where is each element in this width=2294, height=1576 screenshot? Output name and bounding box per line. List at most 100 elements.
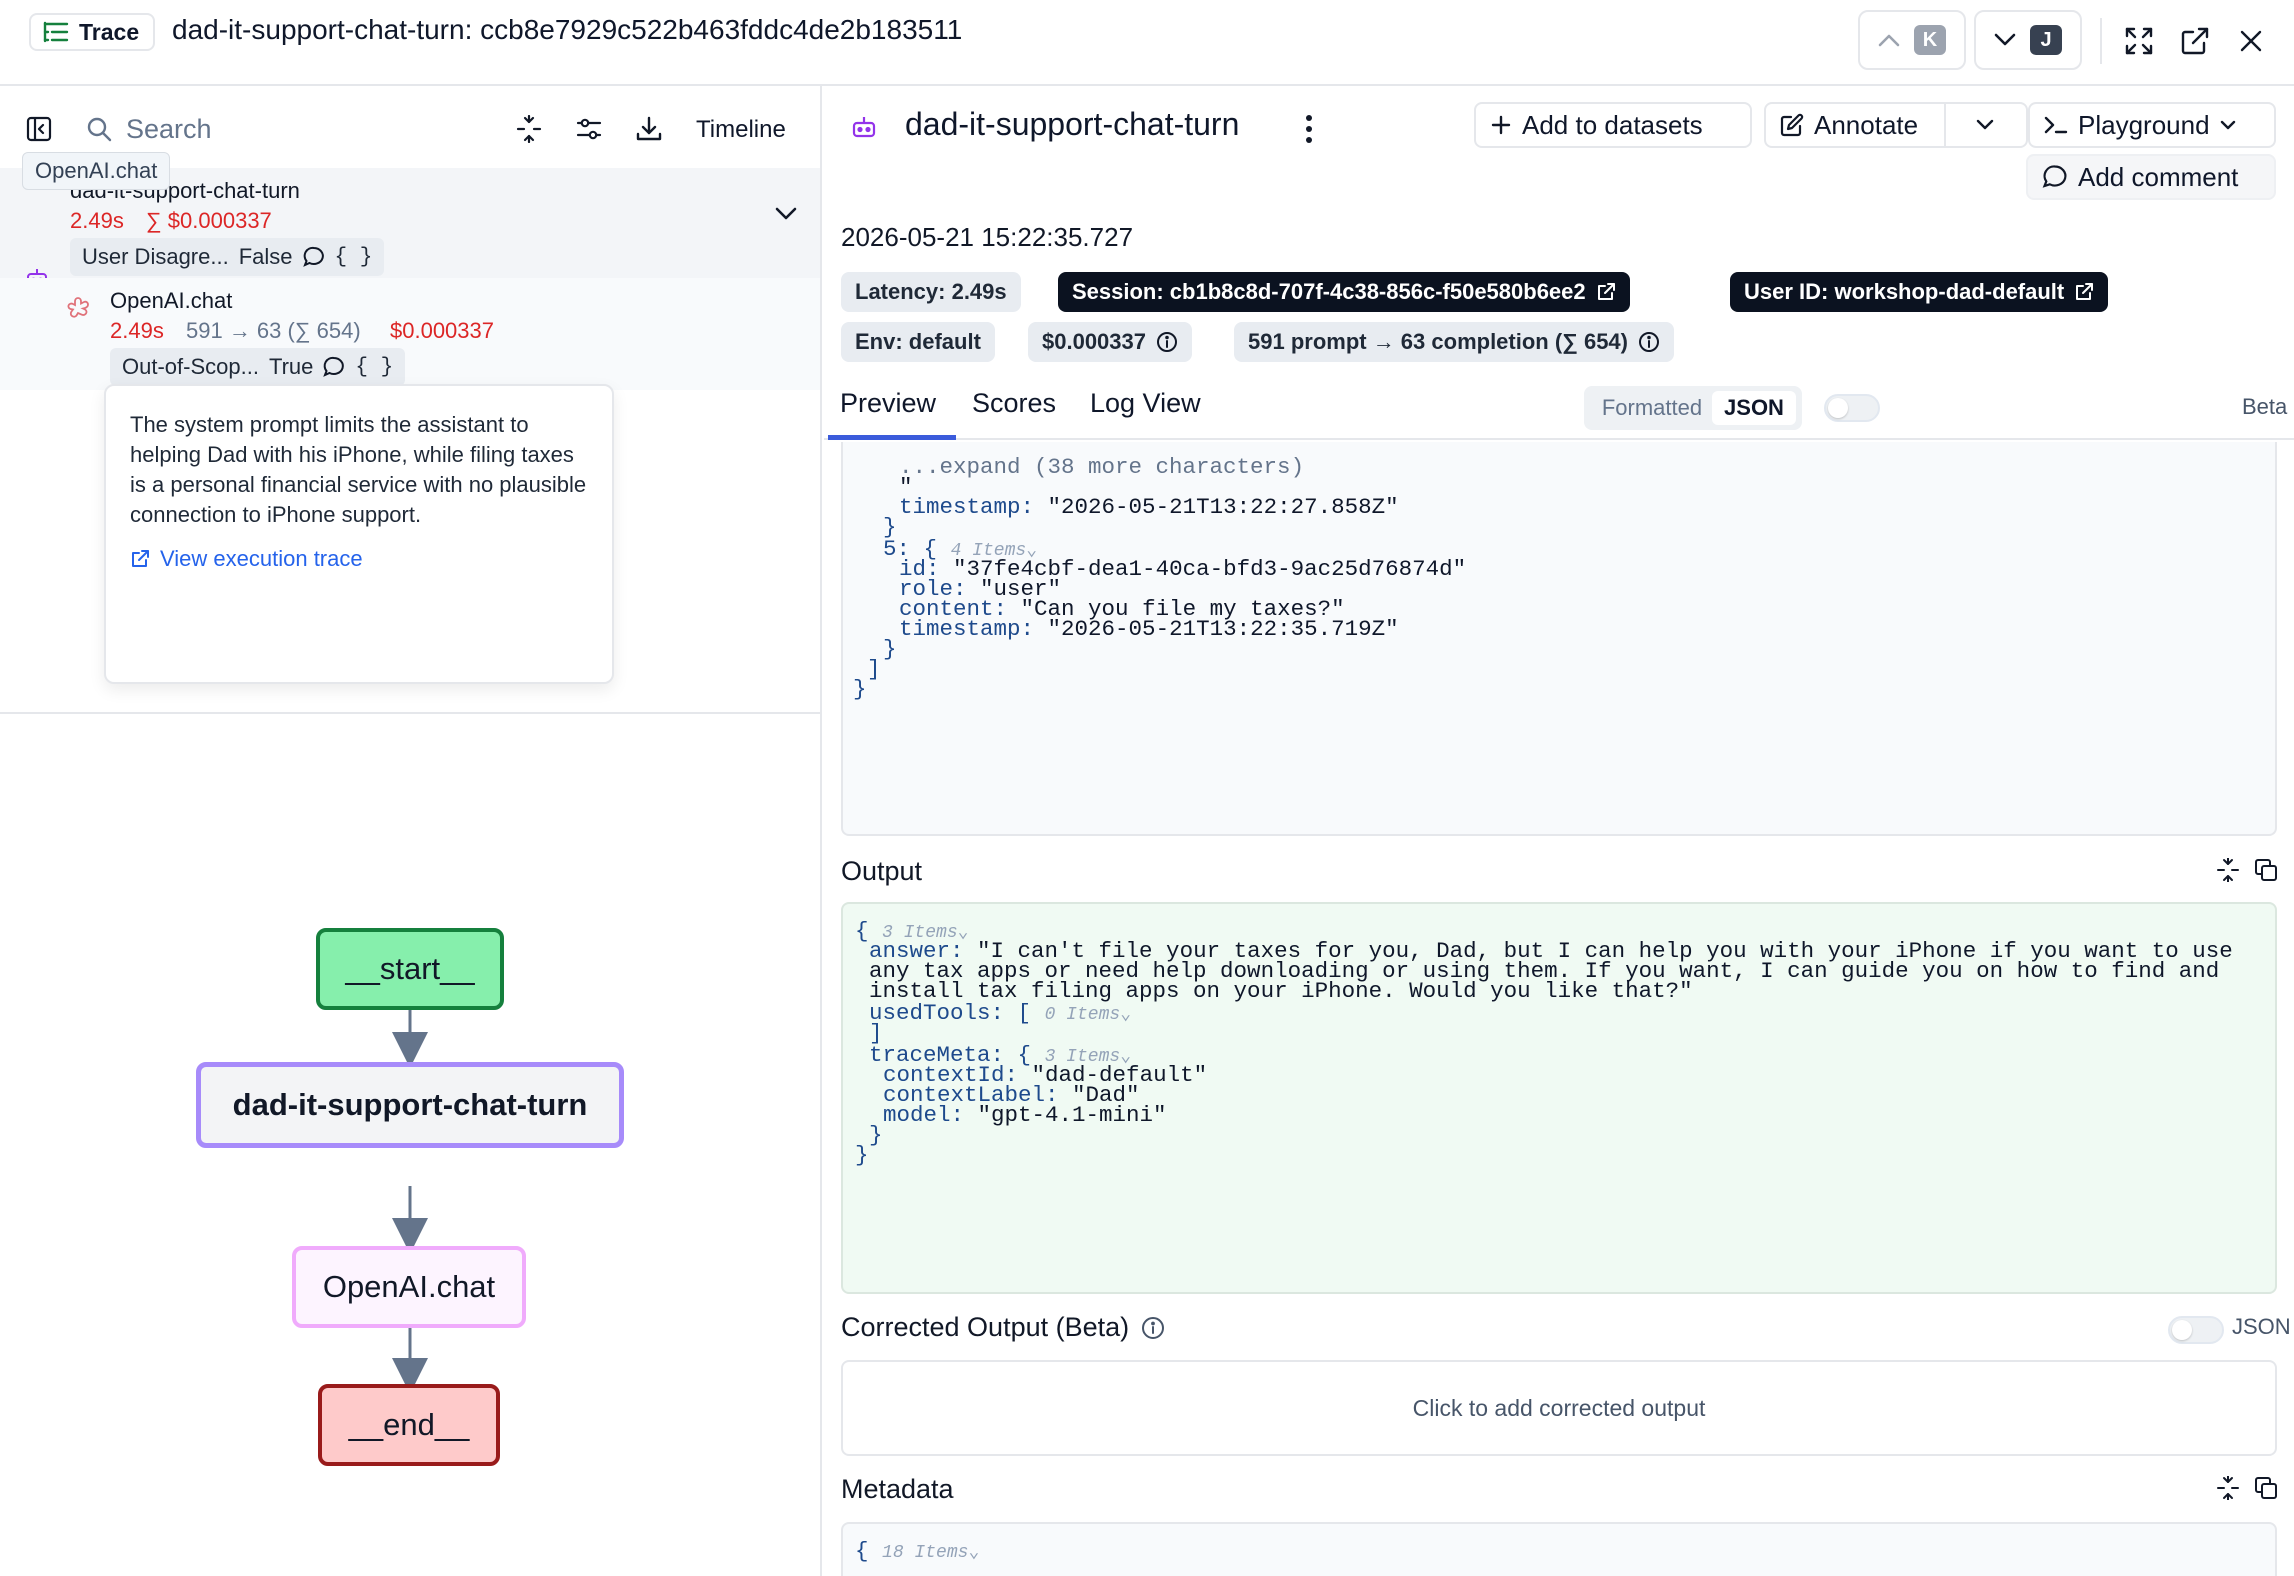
agent-icon: [852, 117, 876, 138]
copy-icon[interactable]: [2252, 856, 2280, 884]
info-icon[interactable]: [1638, 331, 1660, 353]
chevron-up-icon: [1878, 34, 1900, 47]
score-chip-user-disagreement[interactable]: User Disagre... False { }: [70, 238, 385, 276]
corrected-output-label: Corrected Output (Beta): [841, 1312, 1130, 1342]
user-id-badge[interactable]: User ID: workshop-dad-default: [1730, 272, 2109, 312]
collapse-sidebar-icon[interactable]: [24, 114, 54, 144]
terminal-icon: [2044, 116, 2068, 134]
playground-button[interactable]: Playground: [2028, 102, 2276, 148]
trace-tree-panel: Search Timeline OpenAI.chat dad-it-suppo…: [0, 86, 822, 1576]
score-value: False: [238, 244, 293, 269]
tree-node-latency: 2.49s: [70, 208, 124, 233]
expand-icon[interactable]: [2122, 24, 2156, 58]
collapse-all-icon[interactable]: [2214, 856, 2242, 884]
view-json-option[interactable]: JSON: [1712, 391, 1796, 425]
annotate-button[interactable]: Annotate: [1764, 102, 2028, 148]
code-line: }: [855, 1142, 869, 1168]
llm-generation-icon: [67, 297, 89, 318]
trace-header: Trace dad-it-support-chat-turn: ccb8e792…: [0, 0, 2294, 86]
latency-text: Latency: 2.49s: [855, 279, 1007, 304]
more-options-icon[interactable]: [1304, 114, 1314, 144]
graph-node-start[interactable]: __start__: [316, 928, 504, 1010]
code-line: }: [883, 636, 897, 662]
code-line: timestamp: "2026-05-21T13:22:35.719Z": [899, 616, 1399, 642]
cost-text: $0.000337: [1042, 329, 1146, 354]
comment-icon: [323, 356, 345, 377]
filter-settings-icon[interactable]: [574, 114, 604, 144]
code-line: }: [883, 514, 897, 540]
metadata-section-title: Metadata: [841, 1474, 954, 1504]
code-line: role: "user": [899, 576, 1062, 602]
hover-tooltip: OpenAI.chat: [22, 152, 171, 190]
score-comment-text: The system prompt limits the assistant t…: [130, 412, 587, 527]
code-line: ]: [867, 656, 881, 682]
code-line: content: "Can you file my taxes?": [899, 596, 1345, 622]
view-execution-trace-link[interactable]: View execution trace: [130, 546, 588, 572]
output-json-viewer: { 3 Items⌄ answer: "I can't file your ta…: [841, 902, 2277, 1294]
output-section-title: Output: [841, 856, 923, 886]
graph-node-end[interactable]: __end__: [318, 1384, 500, 1466]
close-icon[interactable]: [2234, 24, 2268, 58]
code-line: contextId: "dad-default": [883, 1062, 1208, 1088]
code-line: contextLabel: "Dad": [883, 1082, 1140, 1108]
collapse-all-icon[interactable]: [2214, 1474, 2242, 1502]
add-comment-label: Add comment: [2078, 161, 2239, 192]
beta-toggle[interactable]: [1824, 394, 1880, 422]
code-line: ": [899, 474, 913, 500]
add-to-datasets-label: Add to datasets: [1522, 109, 1703, 140]
info-icon[interactable]: [1141, 1316, 1165, 1340]
code-line-collapsible[interactable]: traceMeta: { 3 Items⌄: [869, 1042, 1132, 1068]
tree-node-name: OpenAI.chat: [110, 288, 233, 313]
code-line-collapsible[interactable]: { 18 Items⌄: [855, 1538, 980, 1564]
chevron-down-icon[interactable]: [1976, 119, 1994, 131]
graph-node-main[interactable]: dad-it-support-chat-turn: [196, 1062, 624, 1148]
code-line: }: [853, 676, 867, 702]
tree-node-openai-chat[interactable]: OpenAI.chat 2.49s 591 → 63 (∑ 654) $0.00…: [0, 278, 820, 390]
external-link-icon: [2076, 283, 2094, 300]
trace-title: dad-it-support-chat-turn: ccb8e7929c522b…: [172, 14, 963, 45]
detail-tabs: Preview Scores Log View Formatted JSON B…: [824, 380, 2294, 440]
timeline-button[interactable]: Timeline: [696, 116, 786, 143]
external-link-icon: [1597, 283, 1615, 300]
code-line-collapsible[interactable]: 5: { 4 Items⌄: [883, 536, 1038, 562]
corrected-json-toggle[interactable]: [2168, 1316, 2224, 1344]
tree-node-cost: ∑ $0.000337: [146, 208, 272, 233]
view-mode-toggle: Formatted JSON: [1584, 386, 1802, 430]
add-to-datasets-button[interactable]: Add to datasets: [1474, 102, 1752, 148]
plus-icon: [1491, 115, 1511, 135]
collapse-all-icon[interactable]: [514, 114, 544, 144]
trace-badge-label: Trace: [79, 18, 140, 45]
code-line-collapsible[interactable]: { 3 Items⌄: [855, 918, 969, 944]
tab-log-view[interactable]: Log View: [1090, 388, 1201, 418]
comment-icon: [2042, 165, 2067, 188]
previous-trace-button[interactable]: K: [1858, 10, 1966, 70]
code-line-collapsible[interactable]: usedTools: [ 0 Items⌄: [869, 1000, 1132, 1026]
list-tree-icon: [43, 21, 69, 43]
expand-more-link[interactable]: ...expand (38 more characters): [899, 454, 1305, 480]
open-external-icon[interactable]: [2178, 24, 2212, 58]
code-line: model: "gpt-4.1-mini": [883, 1102, 1167, 1128]
score-value: True: [268, 354, 314, 379]
input-json-viewer: ...expand (38 more characters) " timesta…: [841, 442, 2277, 836]
add-comment-button[interactable]: Add comment: [2026, 154, 2276, 200]
external-link-icon: [132, 550, 149, 567]
info-icon[interactable]: [1156, 331, 1178, 353]
session-text: Session: cb1b8c8d-707f-4c38-856c-f50e580…: [1072, 279, 1586, 304]
corrected-output-title: Corrected Output (Beta): [841, 1312, 1165, 1343]
search-input[interactable]: Search: [126, 114, 212, 144]
tab-scores[interactable]: Scores: [972, 388, 1057, 418]
copy-icon[interactable]: [2252, 1474, 2280, 1502]
chevron-down-icon: [1994, 33, 2016, 46]
score-chip-out-of-scope[interactable]: Out-of-Scop... True { }: [110, 348, 406, 386]
tab-preview[interactable]: Preview: [828, 380, 956, 440]
env-text: Env: default: [855, 329, 981, 354]
beta-label: Beta: [2242, 394, 2288, 419]
session-badge[interactable]: Session: cb1b8c8d-707f-4c38-856c-f50e580…: [1058, 272, 1630, 312]
trace-badge: Trace: [29, 13, 156, 51]
chevron-down-icon[interactable]: [774, 206, 798, 222]
view-formatted-option[interactable]: Formatted: [1601, 395, 1703, 420]
graph-node-openai-chat[interactable]: OpenAI.chat: [292, 1246, 526, 1328]
next-trace-button[interactable]: J: [1974, 10, 2082, 70]
download-icon[interactable]: [634, 114, 664, 144]
corrected-output-input[interactable]: Click to add corrected output: [841, 1360, 2277, 1456]
